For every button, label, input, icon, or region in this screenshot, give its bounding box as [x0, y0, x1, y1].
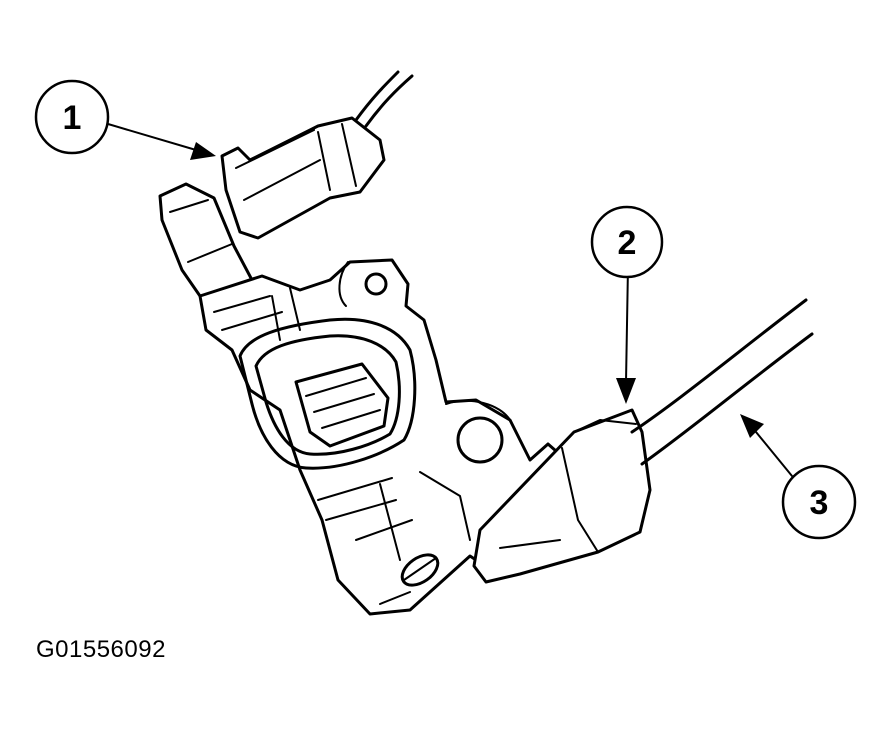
connector-wires	[354, 70, 414, 128]
housing-details	[213, 261, 511, 605]
callout-2-label: 2	[618, 224, 637, 262]
cable	[630, 298, 814, 466]
callout-1: 1	[34, 79, 110, 155]
callout-2: 2	[590, 205, 664, 279]
callout-3-label: 3	[810, 484, 829, 522]
callout-1-label: 1	[63, 99, 82, 137]
leader-lines	[107, 123, 793, 477]
callout-3: 3	[781, 464, 857, 540]
cable-bracket	[472, 408, 652, 584]
electrical-connector	[220, 116, 386, 240]
figure-id: G01556092	[36, 636, 166, 663]
